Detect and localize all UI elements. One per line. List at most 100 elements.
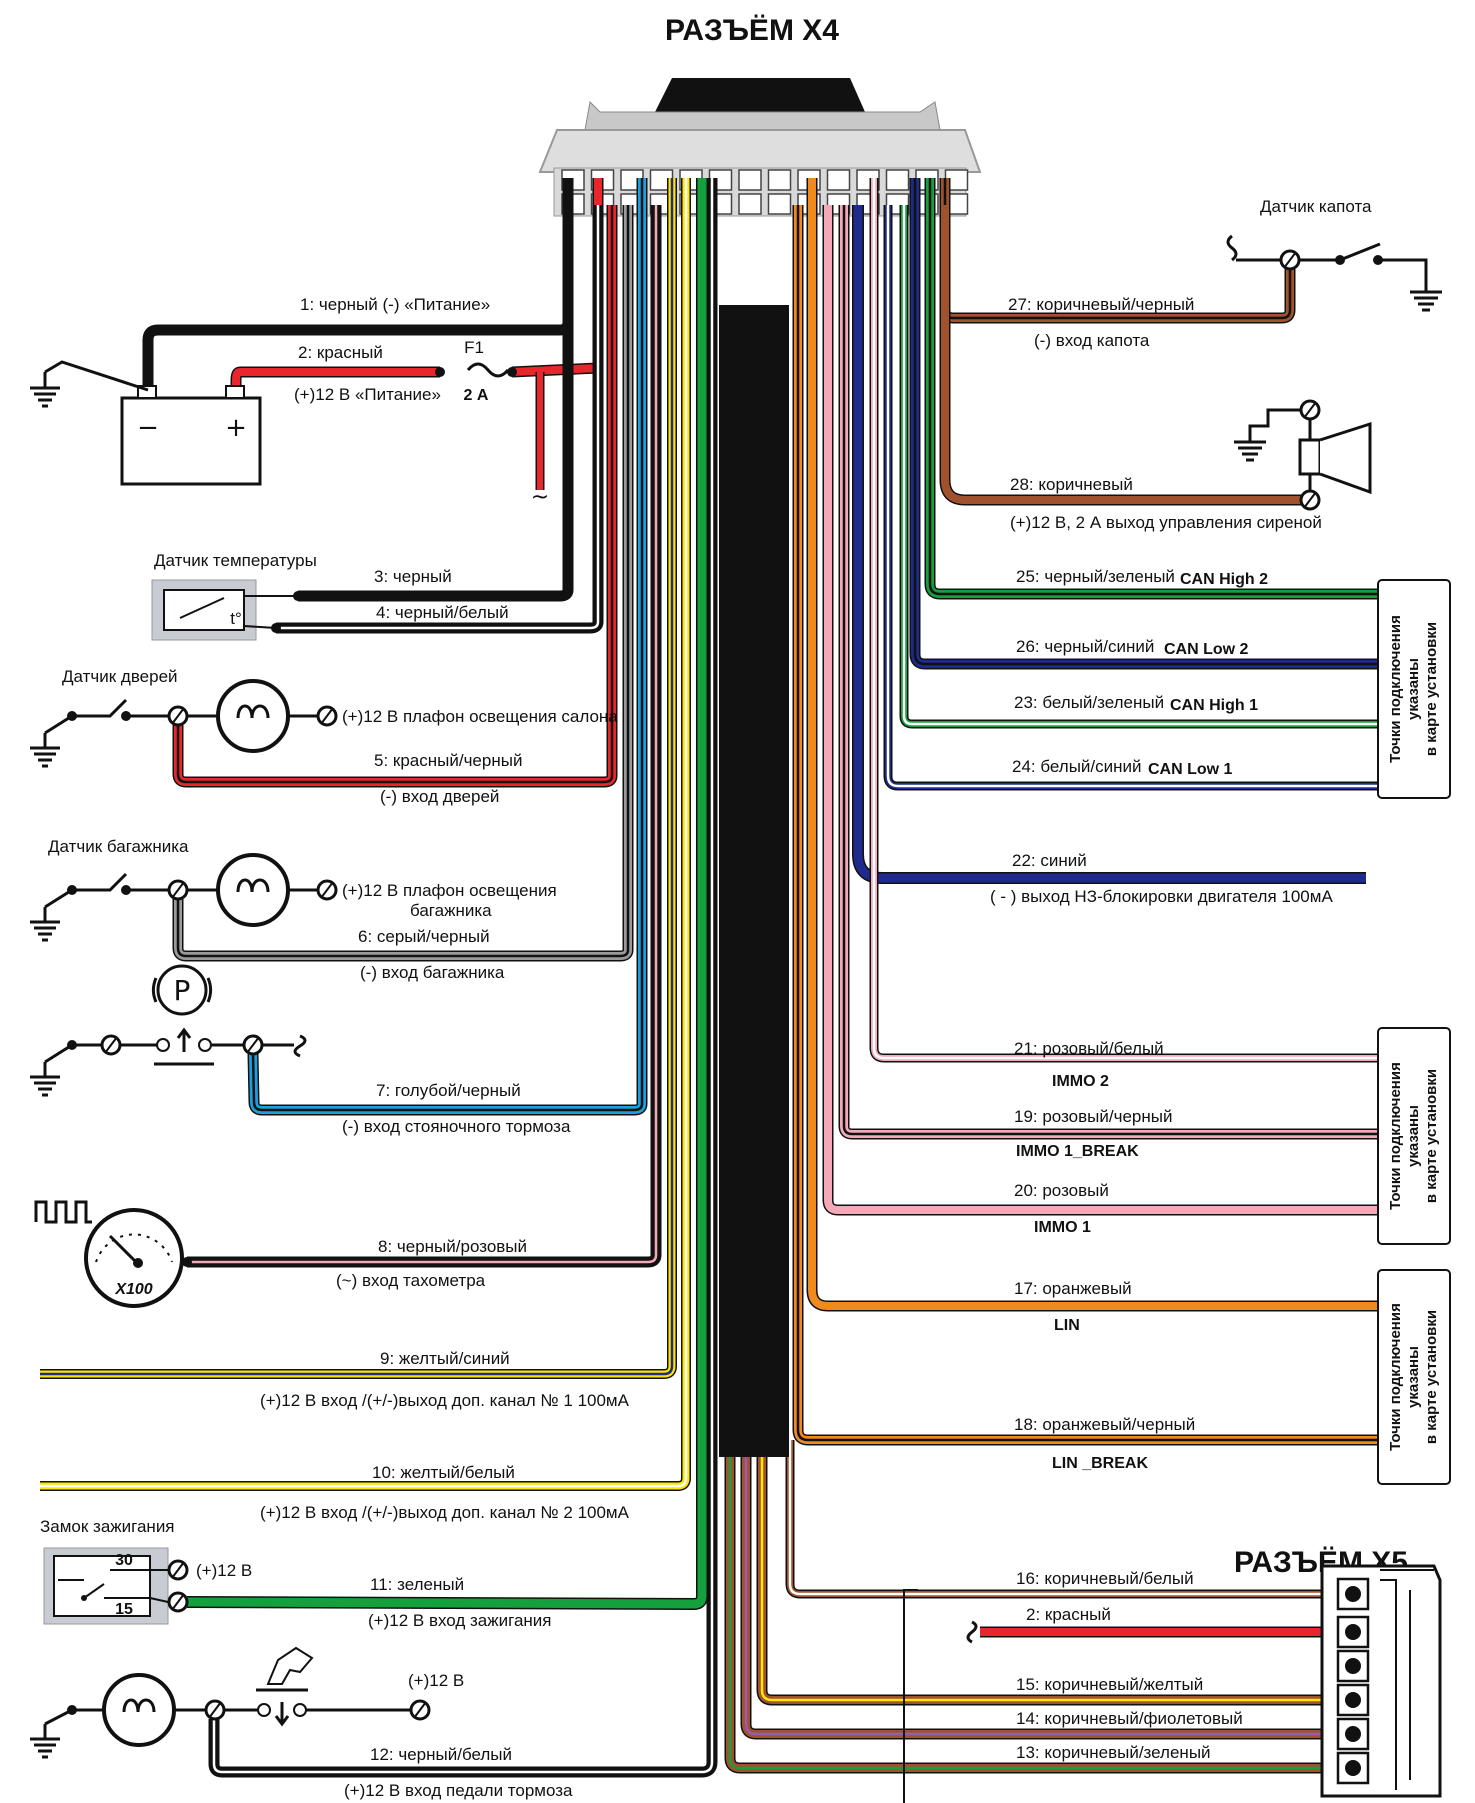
w26-tag: CAN Low 2: [1164, 641, 1249, 658]
w9-wire: [40, 178, 677, 1379]
w6-sub: (-) вход багажника: [360, 963, 505, 982]
w8-wire: [187, 205, 662, 1268]
pedal-icon: [266, 1646, 314, 1685]
w11-label: 11: зеленый: [370, 1575, 464, 1594]
bracket: [903, 1589, 918, 1803]
battery: − +: [120, 385, 262, 486]
w22-sub: ( - ) выход НЗ-блокировки двигателя 100м…: [990, 887, 1333, 906]
w7-sub: (-) вход стояночного тормоза: [342, 1117, 571, 1136]
w10-label: 10: желтый/белый: [372, 1463, 515, 1482]
svg-text:30: 30: [115, 1552, 133, 1569]
w23-tag: CAN High 1: [1170, 697, 1258, 714]
w15-label: 15: коричневый/желтый: [1016, 1675, 1203, 1694]
door-sensor-label: Датчик дверей: [62, 667, 178, 686]
install-box-text: Точки подключения: [1387, 615, 1404, 763]
w28-sub: (+)12 В, 2 А выход управления сиреной: [1010, 513, 1322, 532]
ignition-12v-label: (+)12 В: [196, 1561, 252, 1580]
fuse-rating: 2 А: [464, 387, 489, 404]
w22-label: 22: синий: [1012, 851, 1087, 870]
install-box-text: Точки подключения: [1387, 1303, 1404, 1451]
w17-wire: [806, 178, 1378, 1312]
w3-wire: [298, 200, 574, 602]
w11-wire: [186, 178, 708, 1610]
install-box-text: указаны: [1405, 1346, 1422, 1408]
w10-sub: (+)12 В вход /(+/-)выход доп. канал № 2 …: [260, 1503, 630, 1522]
brake-pedal-switch: (+)12 В: [30, 1646, 464, 1759]
ground-icon: [30, 360, 149, 408]
x4-pin: [767, 193, 792, 215]
w2-sub: (+)12 В «Питание»: [294, 385, 441, 404]
x5-pin: [1336, 1649, 1370, 1683]
trunk-lamp-label-2: багажника: [410, 901, 492, 920]
w18-label: 18: оранжевый/черный: [1014, 1415, 1195, 1434]
w7-wire: [247, 178, 648, 1116]
wx2-label: 2: красный: [1026, 1605, 1111, 1624]
x4-pin: [885, 169, 910, 191]
w27-label: 27: коричневый/черный: [1008, 295, 1194, 314]
svg-text:P: P: [174, 974, 191, 1007]
battery-minus-icon: −: [137, 413, 159, 443]
install-box: [1377, 1269, 1451, 1485]
w25-tag: CAN High 2: [1180, 571, 1268, 588]
ignition-lock: Замок зажигания 30 15 (+)12 В: [40, 1517, 252, 1625]
ac-icon: ~: [531, 485, 549, 510]
w19-wire: [838, 205, 1378, 1140]
w20-tag: IMMO 1: [1034, 1219, 1091, 1236]
door-lamp-label: (+)12 В плафон освещения салона: [342, 707, 618, 726]
w20-label: 20: розовый: [1014, 1181, 1109, 1200]
x5-pin-column: [1336, 1577, 1370, 1785]
w10-wire: [40, 178, 691, 1491]
speaker-icon: [1298, 438, 1322, 476]
temperature-sensor: Датчик температуры t°: [151, 551, 317, 641]
tachometer: X100: [34, 1200, 192, 1308]
w21-wire: [869, 178, 1378, 1063]
w13-wire: [724, 1440, 1352, 1774]
w24-label: 24: белый/синий: [1012, 757, 1142, 776]
w9-sub: (+)12 В вход /(+/-)выход доп. канал № 1 …: [260, 1391, 630, 1410]
w26-wire: [909, 178, 1378, 670]
w5-sub: (-) вход дверей: [380, 787, 499, 806]
w16-label: 16: коричневый/белый: [1016, 1569, 1194, 1588]
trunk-sensor-label: Датчик багажника: [48, 837, 189, 856]
battery-plus-icon: +: [225, 413, 247, 443]
connector-x5: [1320, 1564, 1442, 1798]
temp-sensor-label: Датчик температуры: [154, 551, 317, 570]
w6-wire: [172, 205, 634, 962]
w7-label: 7: голубой/черный: [376, 1081, 521, 1100]
w21-tag: IMMO 2: [1052, 1073, 1109, 1090]
w23-label: 23: белый/зеленый: [1014, 693, 1164, 712]
w3-label: 3: черный: [374, 567, 452, 586]
w21-label: 21: розовый/белый: [1014, 1039, 1164, 1058]
wire-harness: [40, 178, 1378, 1778]
install-box-text: указаны: [1405, 1105, 1422, 1167]
hood-sensor: Датчик капота: [1226, 197, 1442, 312]
w28-wire: [939, 205, 1301, 506]
w6-label: 6: серый/черный: [358, 927, 490, 946]
w28-label: 28: коричневый: [1010, 475, 1133, 494]
w2-wire: [230, 178, 604, 390]
siren: [1234, 399, 1372, 511]
install-box-text: указаны: [1405, 658, 1422, 720]
w12-sub: (+)12 В вход педали тормоза: [344, 1781, 573, 1800]
w24-tag: CAN Low 1: [1148, 761, 1233, 778]
parking-icon: [156, 964, 208, 1016]
hood-sensor-label: Датчик капота: [1260, 197, 1372, 216]
w25-label: 25: черный/зеленый: [1016, 567, 1175, 586]
w8-label: 8: черный/розовый: [378, 1237, 527, 1256]
w19-label: 19: розовый/черный: [1014, 1107, 1172, 1126]
w8-sub: (~) вход тахометра: [336, 1271, 486, 1290]
w27-sub: (-) вход капота: [1034, 331, 1150, 350]
install-box: [1377, 1027, 1451, 1245]
w19-tag: IMMO 1_BREAK: [1016, 1143, 1139, 1160]
x4-pin: [767, 169, 792, 191]
x4-pin: [826, 169, 851, 191]
w17-label: 17: оранжевый: [1014, 1279, 1132, 1298]
svg-text:15: 15: [115, 1601, 133, 1618]
wire-labels: 1: черный (-) «Питание»2: красный(+)12 В…: [260, 295, 1333, 1800]
w11-sub: (+)12 В вход зажигания: [368, 1611, 552, 1630]
w12-wire: [208, 178, 718, 1778]
parking-brake-switch: P: [30, 964, 307, 1097]
w14-wire: [740, 1440, 1352, 1740]
w9-label: 9: желтый/синий: [380, 1349, 510, 1368]
